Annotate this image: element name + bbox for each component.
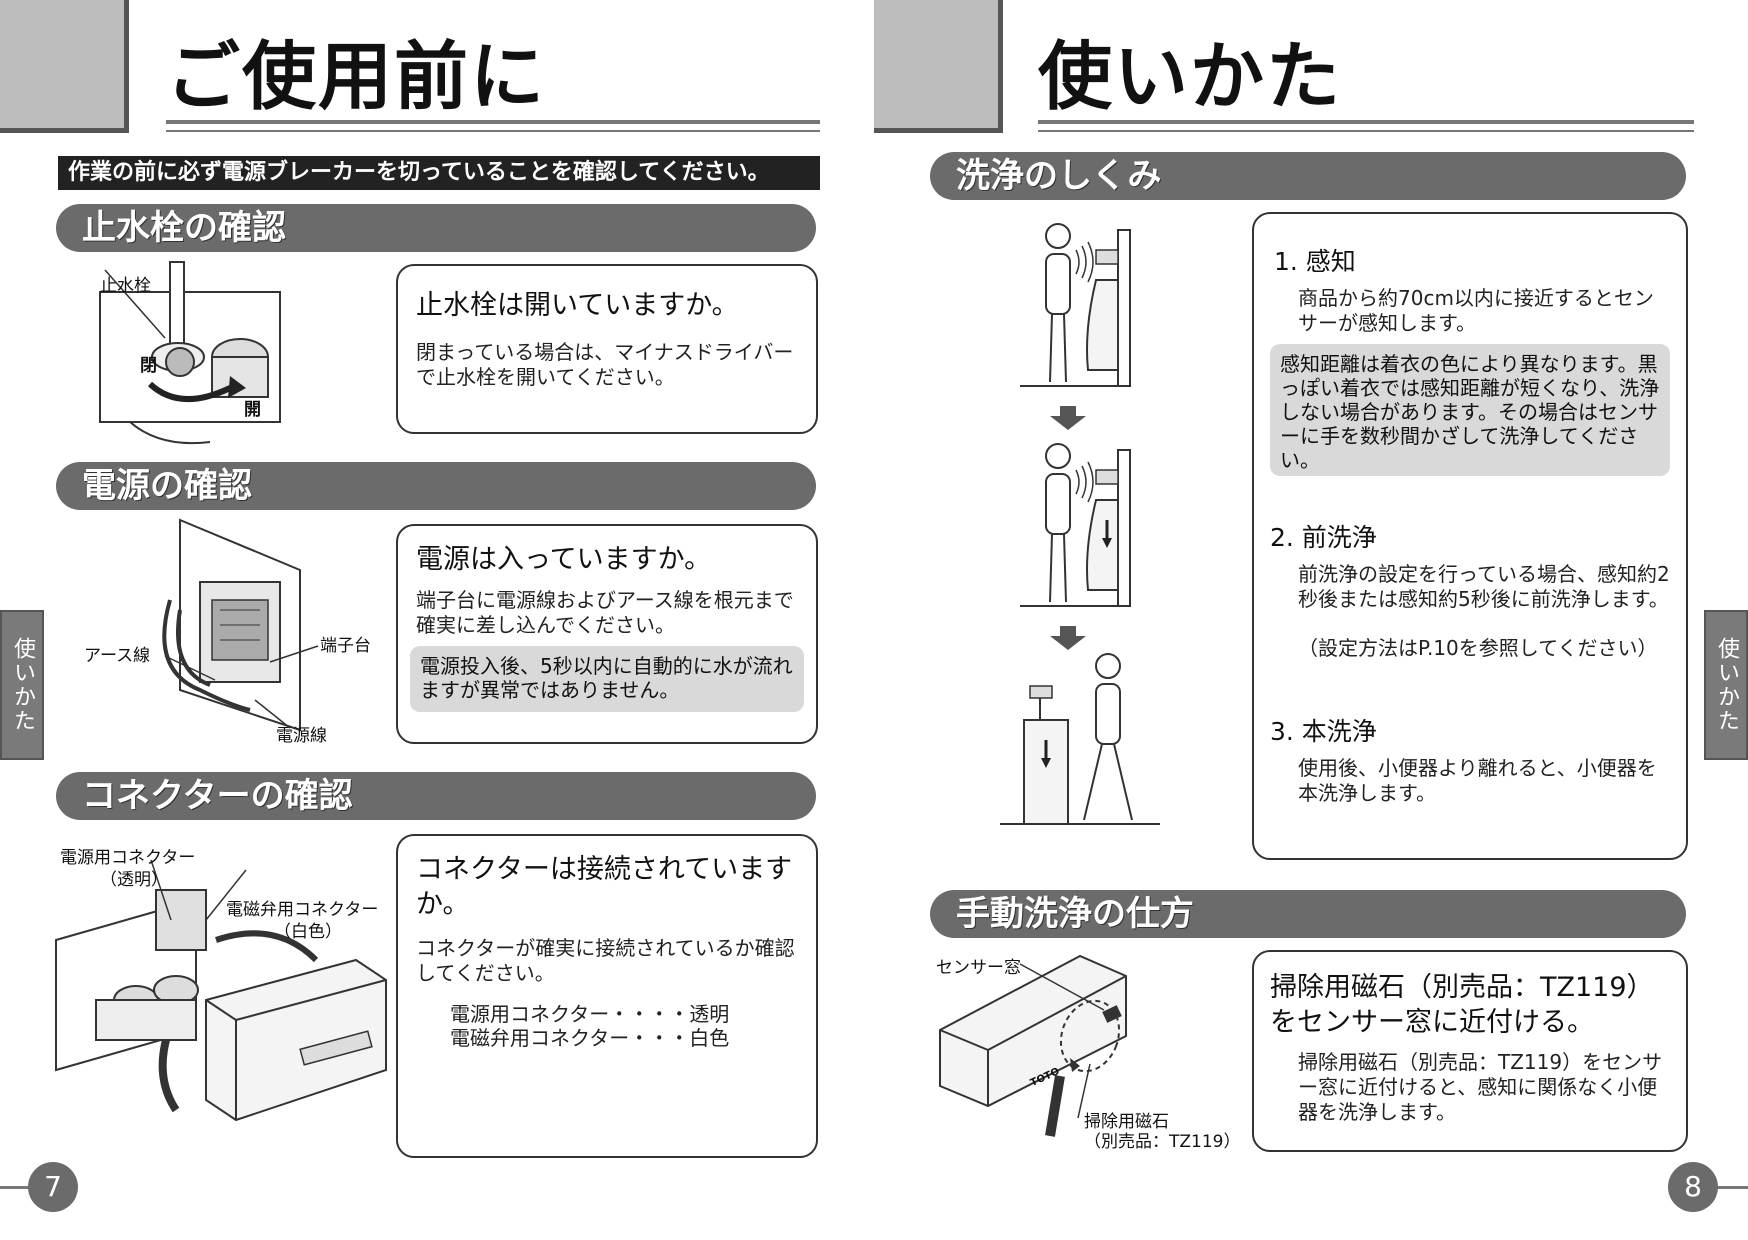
page-title-left: ご使用前に [166,34,546,120]
power-terminal-illustration [162,518,301,732]
label-terminal-block: 端子台 [320,636,371,656]
label-power-connector-color: （透明） [100,870,168,890]
title-rule-right-thin [1038,130,1694,132]
label-power-connector: 電源用コネクター [60,848,196,868]
section-bar-connector: コネクターの確認 [56,772,816,820]
side-tab-left[interactable]: 使いかた [0,610,44,760]
side-tab-right[interactable]: 使いかた [1704,610,1748,760]
label-open: 開 [244,400,261,420]
label-valve-connector: 電磁弁用コネクター [226,900,379,920]
step-1-text: 商品から約70cm以内に接近するとセンサーが感知します。 [1298,286,1654,335]
box-manual-flush [1252,950,1688,1152]
note-power: 電源投入後、5秒以内に自動的に水が流れますが異常ではありません。 [410,646,804,712]
water-stop-illustration [99,261,281,445]
left-title-decoration [0,0,129,133]
warning-bar: 作業の前に必ず電源ブレーカーを切っていることを確認してください。 [58,156,820,190]
label-power-wire: 電源線 [276,726,327,746]
footer-line-left [0,1186,40,1189]
label-closed: 閉 [140,356,157,376]
label-cleaning-magnet-part: （別売品：TZ119） [1084,1132,1241,1152]
right-title-decoration [874,0,1003,133]
step-2-note: （設定方法はP.10を参照してください） [1298,636,1658,660]
section-bar-manual-flush: 手動洗浄の仕方 [930,890,1686,938]
step-2-heading: 2. 前洗浄 [1270,523,1377,552]
footer-line-right [1708,1186,1748,1189]
text-connector: コネクターが確実に接続されているか確認してください。 [416,936,795,985]
box-water-stop [396,264,818,434]
connector-illustration [55,859,387,1122]
page-title-right: 使いかた [1038,34,1342,120]
connector-list-item-2: 電磁弁用コネクター・・・白色 [450,1026,730,1050]
section-bar-flush-mechanism: 洗浄のしくみ [930,152,1686,200]
connector-list-item-1: 電源用コネクター・・・・透明 [450,1002,730,1026]
label-ground-wire: アース線 [84,646,151,666]
label-valve-connector-color: （白色） [274,922,342,942]
step-1-heading: 1. 感知 [1274,247,1356,276]
label-stop-valve: 止水栓 [100,276,151,296]
heading-connector: コネクターは接続されていますか。 [416,854,793,921]
title-rule-left [166,120,820,124]
manual-flush-illustration [939,954,1127,1137]
step-3-heading: 3. 本洗浄 [1270,717,1377,746]
box-connector [396,834,818,1158]
flush-steps-illustration [1000,223,1160,825]
heading-power: 電源は入っていますか。 [416,544,712,575]
box-flush-steps [1252,212,1688,860]
page-number-right: 8 [1668,1162,1718,1212]
power-leader-lines [164,645,319,729]
text-power: 端子台に電源線およびアース線を根元まで確実に差し込んでください。 [416,588,794,637]
text-manual-flush: 掃除用磁石（別売品：TZ119）をセンサー窓に近付けると、感知に関係なく小便器を… [1298,1050,1663,1124]
text-water-stop: 閉まっている場合は、マイナスドライバーで止水栓を開いてください。 [416,340,794,389]
title-rule-left-thin [166,130,820,132]
label-cleaning-magnet: 掃除用磁石 [1084,1112,1169,1132]
heading-manual-flush: 掃除用磁石（別売品：TZ119）をセンサー窓に近付ける。 [1270,972,1654,1039]
section-bar-power: 電源の確認 [56,462,816,510]
heading-water-stop: 止水栓は開いていますか。 [416,290,739,321]
step-2-text: 前洗浄の設定を行っている場合、感知約2秒後または感知約5秒後に前洗浄します。 [1298,562,1670,611]
note-sensing-distance: 感知距離は着衣の色により異なります。黒っぽい着衣では感知距離が短くなり、洗浄しな… [1270,344,1670,476]
step-3-text: 使用後、小便器より離れると、小便器を本洗浄します。 [1298,756,1657,805]
label-sensor-window: センサー窓 [936,958,1021,978]
title-rule-right [1038,120,1694,124]
section-bar-water-stop: 止水栓の確認 [56,204,816,252]
page-number-left: 7 [28,1162,78,1212]
